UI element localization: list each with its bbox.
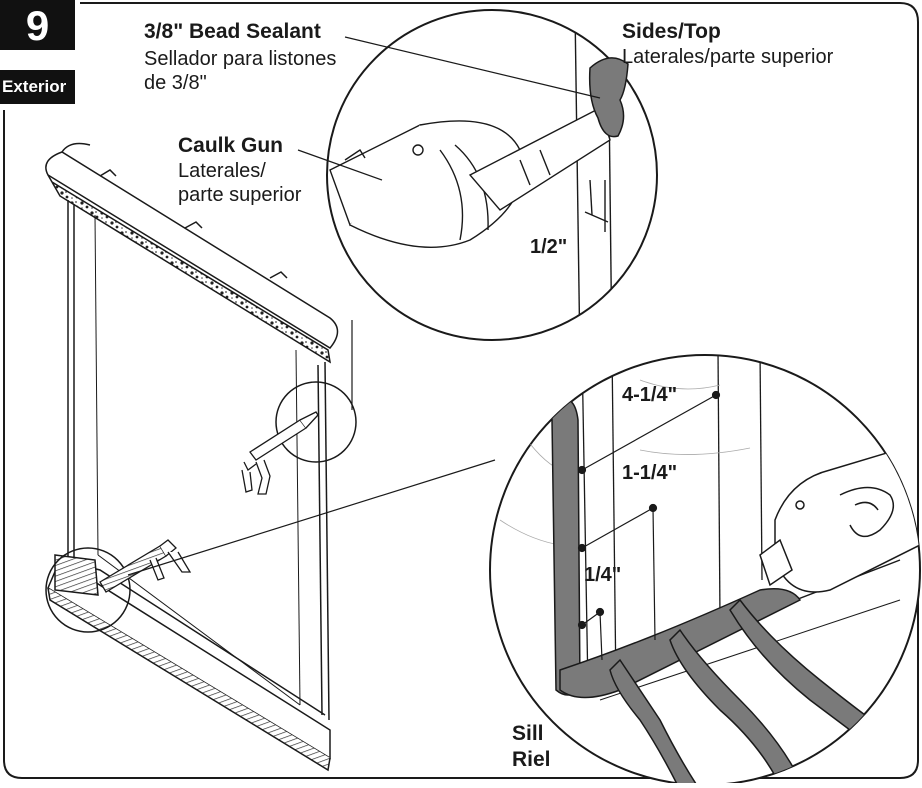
dimension-4-1-4: 4-1/4" [622,384,678,406]
bead-sealant-leader [344,36,601,99]
zoom-detail-sill [499,355,920,785]
sides-top-label: Sides/Top [622,20,721,43]
sill-spanish-label: Riel [512,748,551,771]
bead-sealant-spanish-line1: Sellador para listones [144,48,337,70]
sealant-bead-icon [588,57,629,138]
window-frame-icon [45,142,339,772]
zoom-detail-caulking [329,10,613,340]
sides-top-spanish-label: Laterales/parte superior [622,46,834,68]
caulk-gun-leader [297,149,383,181]
magnifier-circle-icon [275,381,357,463]
dimension-half-inch: 1/2" [530,236,568,258]
dimension-1-4: 1/4" [584,564,622,586]
step-number-badge: 9 [0,0,75,50]
caulk-gun-icon [241,411,319,495]
zoom-leader-line [127,459,496,576]
sill-label: Sill [512,722,544,745]
caulk-gun-spanish-line1: Laterales/ [178,160,266,182]
caulk-gun-label: Caulk Gun [178,134,284,157]
sealant-bead-icon [609,598,901,785]
sealant-bead-icon [551,398,581,696]
outer-frame [3,2,919,779]
caulk-gun-icon [99,539,192,593]
caulk-gun-spanish-line2: parte superior [178,184,302,206]
bead-sealant-spanish-line2: de 3/8" [144,72,207,94]
bead-sealant-label: 3/8" Bead Sealant [144,20,321,43]
magnifier-circle-icon [45,547,131,633]
dimension-1-1-4: 1-1/4" [622,462,678,484]
section-tab: Exterior [0,70,75,104]
caulk-gun-icon [759,438,920,593]
